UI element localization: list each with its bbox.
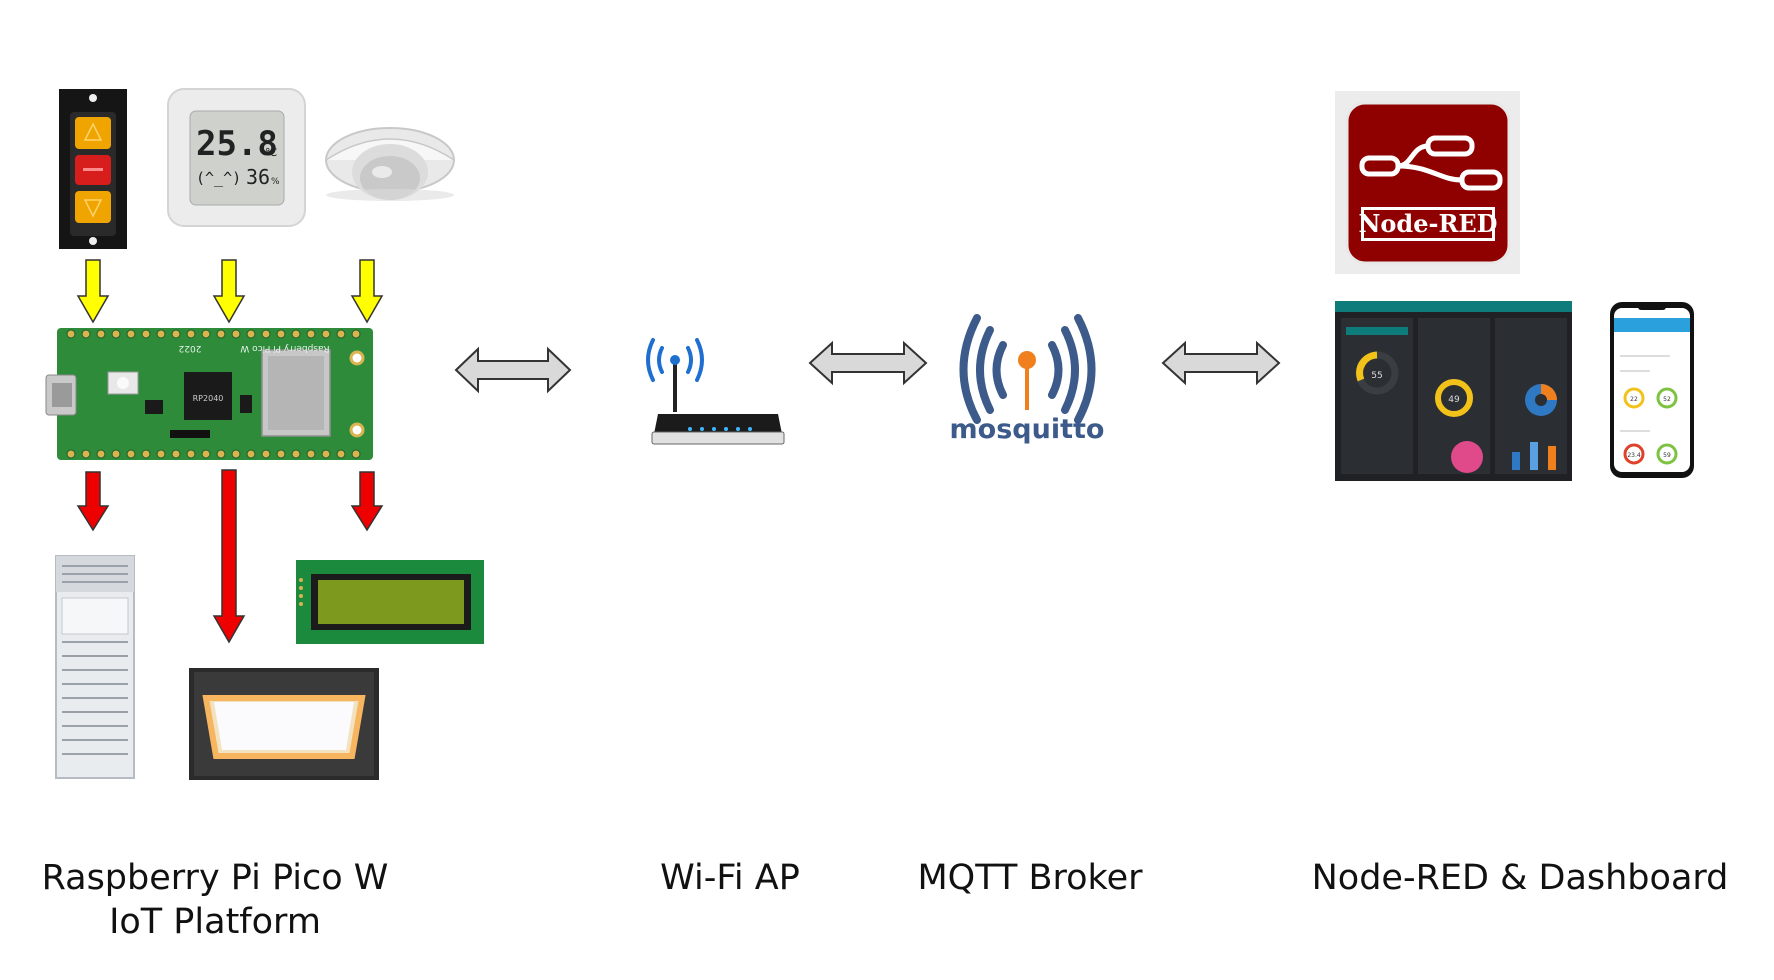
mosquitto-wordmark: mosquitto [950,414,1105,445]
wall-switch-icon [59,89,127,249]
motion-sensor-icon [325,127,455,201]
face-readout: (^_^) [196,169,241,187]
gauge-value-2: 49 [1448,395,1460,405]
mqtt-nodered-link-arrow [1161,340,1281,386]
node-red-logo-icon: Node-RED [1335,91,1520,274]
motion-input-arrow [350,259,384,324]
switch-input-arrow [76,259,110,324]
link-arrows [454,340,1281,394]
gauge-value: 55 [1371,371,1382,381]
light-output-arrow [212,469,246,644]
pico-board-icon: RP2040 Raspberry Pi Pico W 2022 [45,328,373,460]
phone-value-3: 23.4 [1627,452,1641,459]
humidity-readout: 36 [246,165,270,189]
chip-label: RP2040 [193,394,224,403]
platform-label-line1: Raspberry Pi Pico W [41,858,389,898]
dashboard-screenshot-icon: 55 49 [1335,301,1572,481]
phone-value-4: 59 [1663,452,1671,459]
platform-label-line2: IoT Platform [109,902,321,942]
humidity-unit: % [271,177,280,187]
pico-wifi-link-arrow [454,346,572,394]
nodered-label: Node-RED & Dashboard [1311,858,1729,898]
thermo-input-arrow [212,259,246,324]
board-year: 2022 [179,343,202,353]
wifi-label: Wi-Fi AP [660,858,800,898]
temperature-unit: ℃ [265,146,277,159]
phone-value-2: 52 [1663,396,1671,403]
lcd-display-icon [296,560,484,644]
phone-dashboard-icon: 22 52 23.4 59 [1610,302,1694,478]
mosquitto-logo-icon: mosquitto [950,314,1105,445]
input-arrows [76,259,384,324]
ac-output-arrow [76,471,110,532]
air-conditioner-icon [55,555,135,779]
output-arrows [76,469,384,644]
ceiling-light-icon [189,668,379,780]
node-red-wordmark: Node-RED [1358,209,1497,238]
phone-value-1: 22 [1630,396,1638,403]
lcd-output-arrow [350,471,384,532]
wifi-mqtt-link-arrow [808,340,928,386]
platform-label: Raspberry Pi Pico W IoT Platform [30,856,400,944]
wifi-router-icon [646,338,785,445]
board-silkscreen: Raspberry Pi Pico W [240,343,329,353]
thermometer-icon: 25.8 ℃ (^_^) 36 % [167,88,306,227]
mqtt-label: MQTT Broker [917,858,1143,898]
temperature-readout: 25.8 [196,124,278,164]
